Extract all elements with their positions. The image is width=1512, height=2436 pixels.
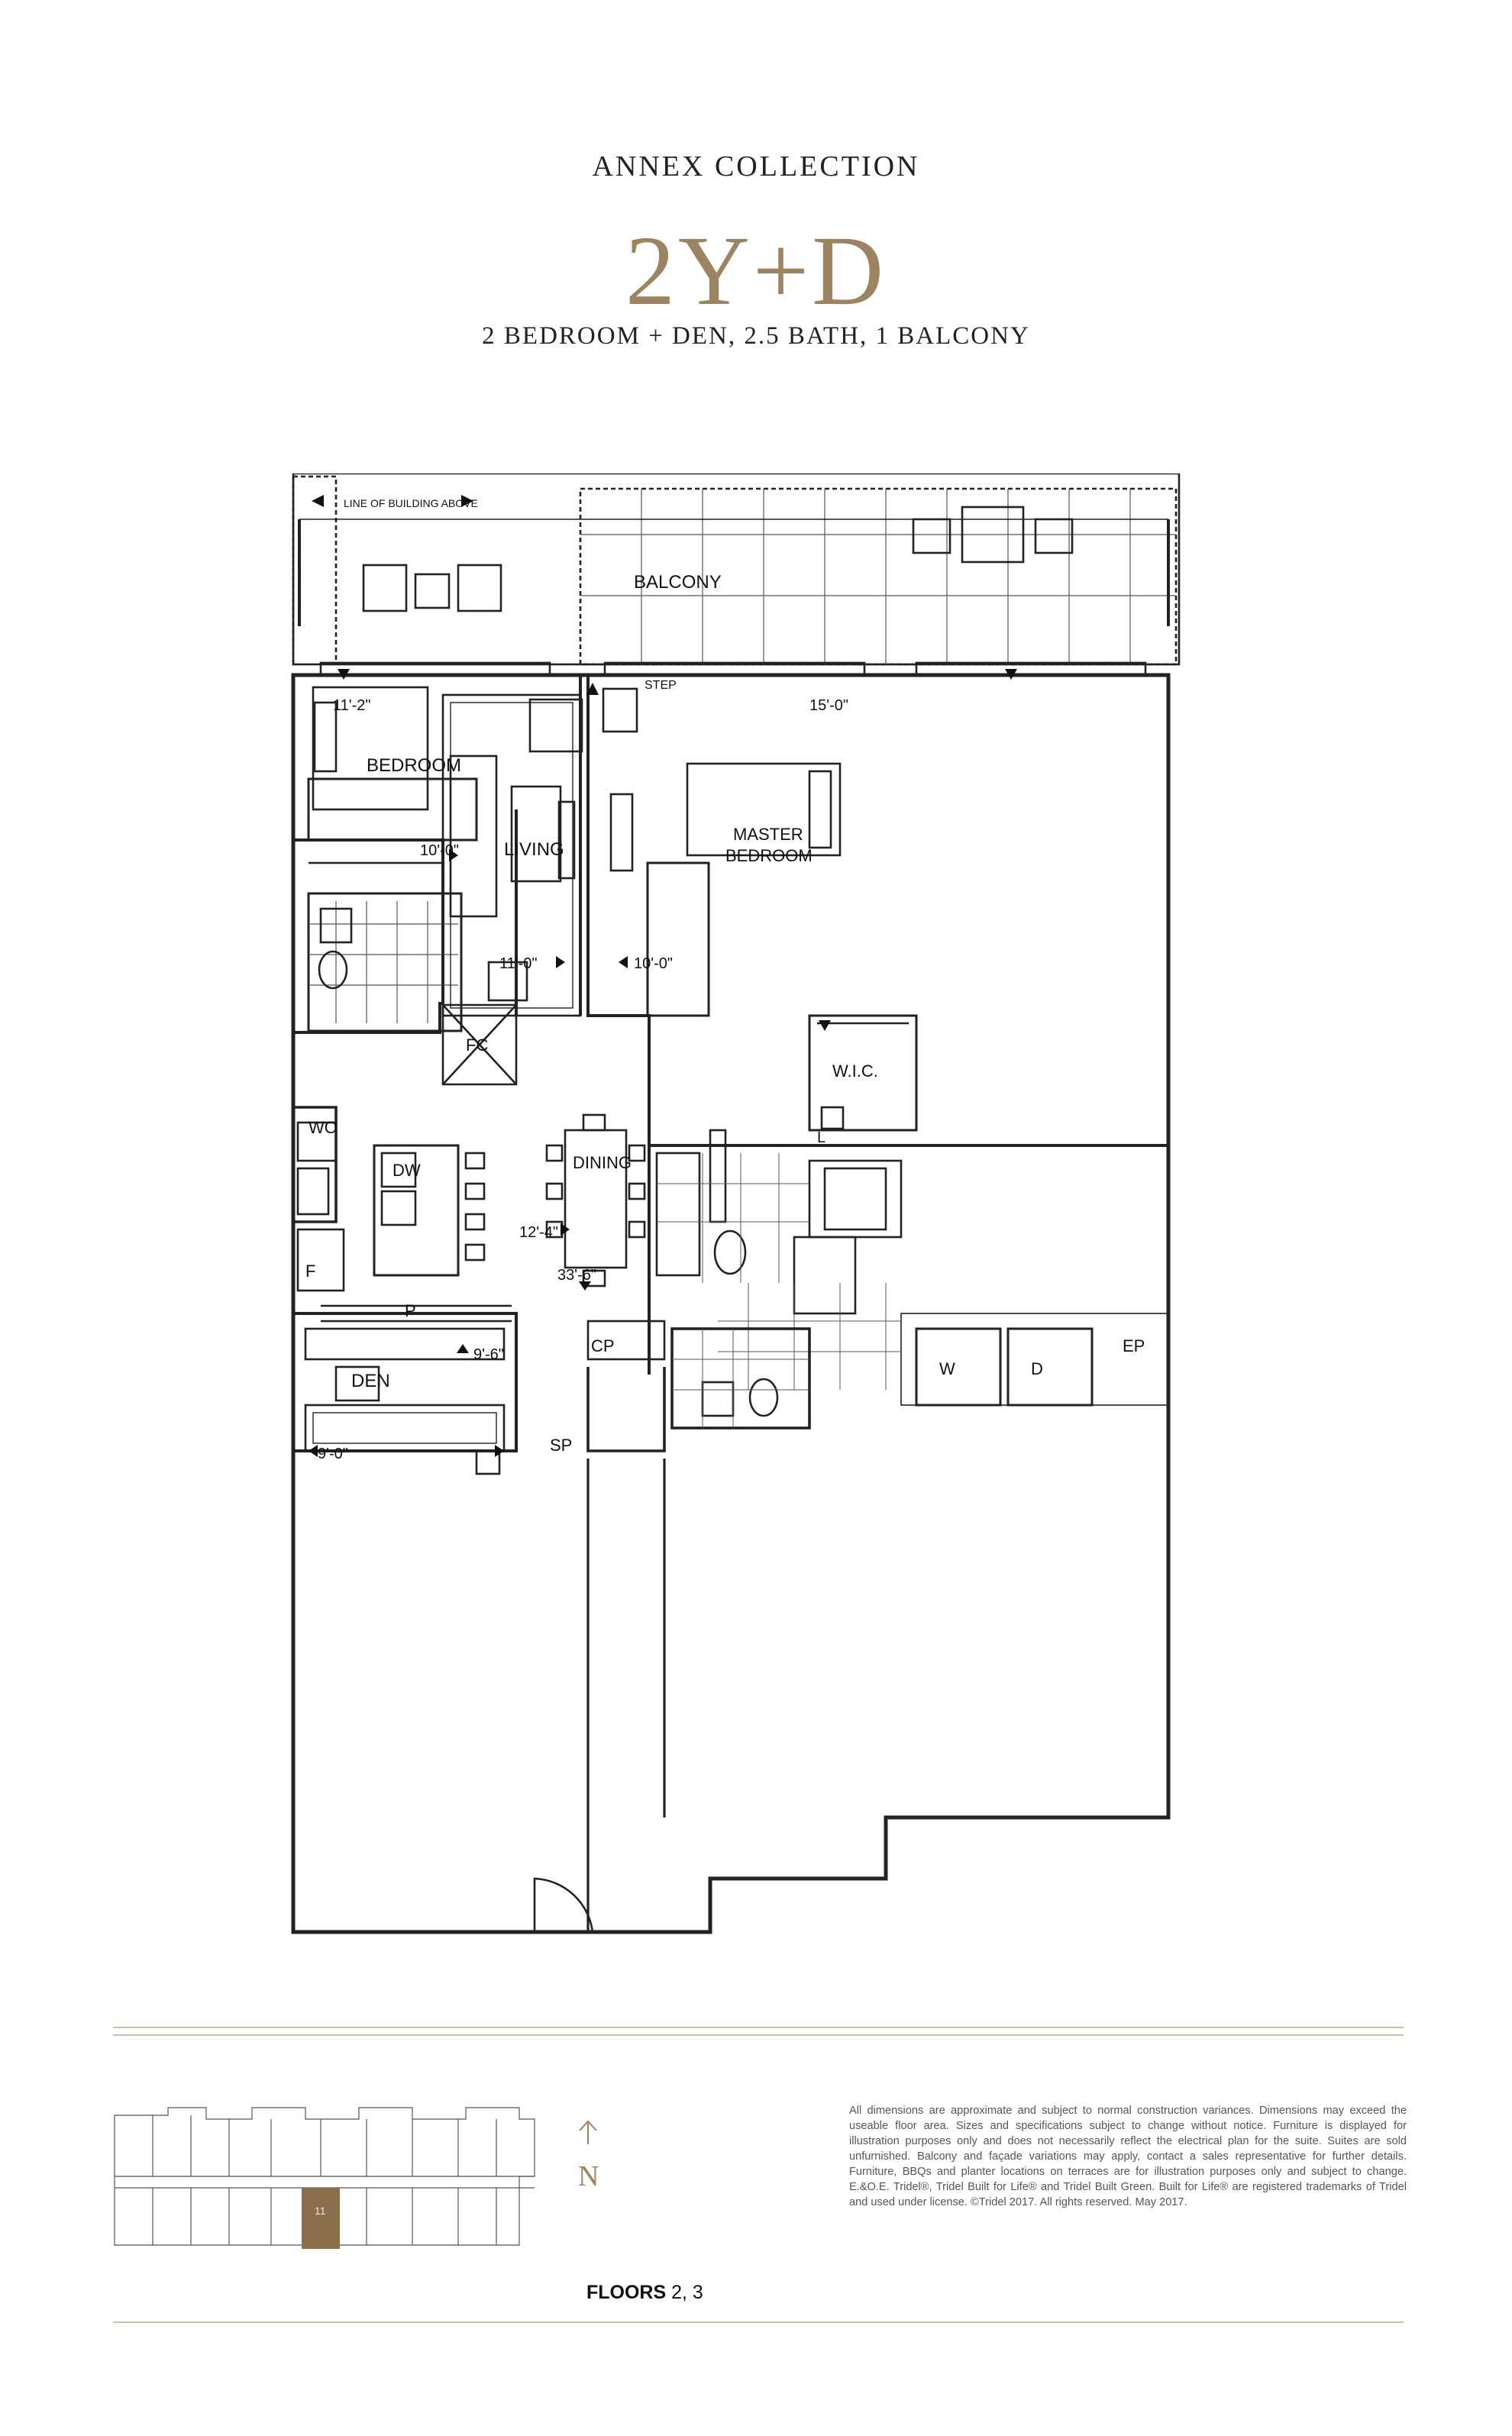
fixture-l: L [817,1129,825,1146]
divider-top-2 [113,2034,1404,2036]
building-line-label: LINE OF BUILDING ABOVE [344,497,478,509]
room-master-line2: BEDROOM [725,846,813,865]
room-living: LIVING [504,839,564,860]
floors-label: FLOORS 2, 3 [586,2282,703,2304]
room-dining: DINING [573,1153,632,1172]
floor-plan: LINE OF BUILDING ABOVE BALCONY STEP 11'-… [291,473,1181,1934]
dim-living-width: 11'-0" [499,955,537,972]
divider-top-1 [113,2027,1404,2028]
dim-bedroom-depth: 10'-0" [420,842,459,859]
unit-description: 2 BEDROOM + DEN, 2.5 BATH, 1 BALCONY [482,322,1030,350]
fixture-fc: FC [466,1035,488,1055]
dim-dining: 12'-4" [519,1224,558,1241]
suite-number: 11 [315,2205,326,2217]
floors-values: 2, 3 [671,2282,703,2303]
key-plan: 11 [114,2107,535,2249]
fixture-d: D [1031,1359,1043,1378]
dim-depth: 33'-6" [557,1267,596,1284]
divider-bottom [113,2321,1404,2323]
unit-type: 2Y+D [625,216,887,326]
collection-name: ANNEX COLLECTION [592,150,920,183]
north-arrow-icon: N [578,2120,599,2192]
room-den: DEN [351,1371,390,1391]
dim-master-width: 15'-0" [809,697,848,714]
balcony-label: BALCONY [634,572,722,593]
room-wic: W.I.C. [832,1061,878,1081]
room-master-line1: MASTER [733,825,803,844]
fixture-cp: CP [591,1336,615,1355]
dim-bedroom-width: 11'-2" [333,697,370,714]
fixture-wo: WO [309,1118,338,1137]
compass-label: N [578,2160,599,2192]
fixture-sp: SP [550,1436,572,1455]
fixture-ep: EP [1123,1336,1145,1355]
dim-master-depth: 10'-0" [634,955,673,972]
fixture-w: W [939,1359,955,1378]
fixture-f: F [305,1262,315,1281]
legal-disclaimer: All dimensions are approximate and subje… [849,2105,1407,2208]
fixture-p: P [405,1301,416,1320]
fixture-dw: DW [393,1161,421,1180]
dim-den-depth: 9'-6" [473,1346,504,1363]
room-bedroom: BEDROOM [367,755,461,776]
dim-den-width: 9'-0" [318,1446,348,1462]
suite-highlight [302,2188,340,2249]
step-label: STEP [645,679,677,692]
floors-label-text: FLOORS [586,2282,667,2303]
